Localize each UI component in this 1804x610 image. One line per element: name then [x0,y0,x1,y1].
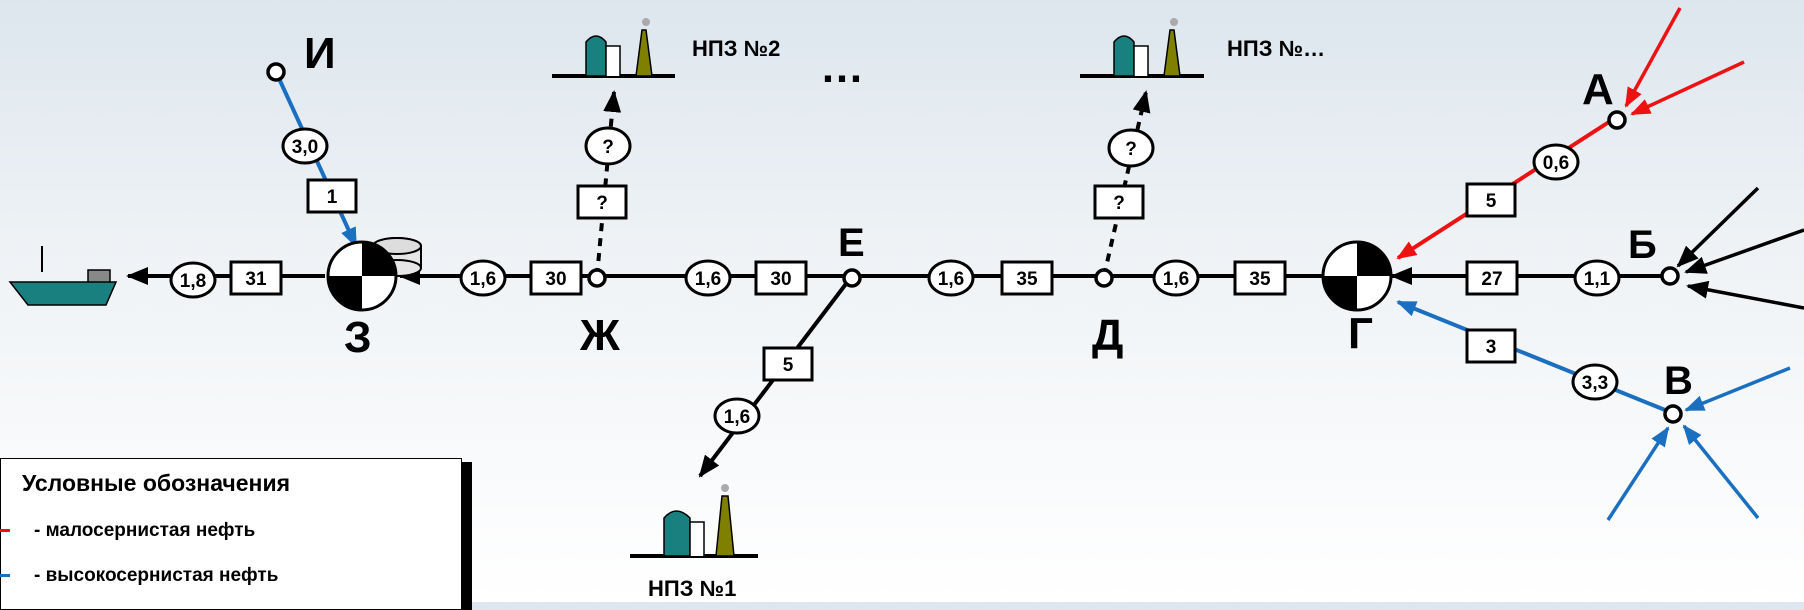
edge-v-g-oval: 3,3 [1571,363,1619,401]
edge-b-g-oval-text: 1,1 [1584,269,1611,290]
legend-row-low-sulfur: - малосернистая нефть [0,520,255,542]
edge-i-z-oval: 3,0 [281,127,329,165]
pipe-in-a-2 [1630,60,1745,116]
edge-zh-z-oval: 1,6 [459,259,507,297]
node-d-label: Д [1092,311,1123,360]
pipe-in-v-3 [1682,424,1760,520]
edge-z-ship-oval-text: 1,8 [180,271,206,292]
node-v [1663,404,1683,424]
edge-z-ship-oval: 1,8 [169,261,217,299]
edge-a-g-box-text: 5 [1486,191,1497,212]
edge-d-e-box: 35 [1000,260,1054,296]
refinery-npz2-label: НПЗ №2 [692,36,780,61]
pipe-v-g [1396,300,1671,414]
pipe-in-a-1 [1624,7,1682,108]
edge-e-npz1-oval-text: 1,6 [724,407,750,428]
node-a [1607,110,1627,130]
question-box-npz-more-text: ? [1113,193,1125,214]
pipe-in-b-1 [1676,186,1760,268]
pump-station-g-icon [1321,240,1393,312]
legend-title: Условные обозначения [22,470,291,496]
edge-e-npz1-box: 5 [762,346,814,382]
edge-d-e-box-text: 35 [1016,269,1038,290]
edge-e-npz1-box-text: 5 [783,355,794,376]
refinery-npz-more-icon [1080,18,1204,78]
node-z-label: З [344,313,372,362]
edge-d-e-oval: 1,6 [927,259,975,297]
question-box-npz-more: ? [1093,184,1145,220]
node-v-label: В [1664,359,1693,403]
pipe-in-v-1 [1684,366,1791,412]
edge-zh-z-box: 30 [529,260,583,296]
legend-row-high-sulfur: - высокосернистая нефть [0,565,278,587]
node-e [842,268,862,288]
legend-low-sulfur-text: - малосернистая нефть [34,520,256,541]
pump-station-z-icon [326,237,422,312]
edge-zh-z-oval-text: 1,6 [470,269,496,290]
node-zh [587,268,607,288]
ellipsis-label: … [820,43,864,92]
edge-g-d-box: 35 [1233,260,1287,296]
edge-i-z-oval-text: 3,0 [292,137,318,158]
edge-e-zh-box: 30 [754,260,808,296]
edge-b-g-box-text: 27 [1481,269,1502,290]
edge-e-zh-oval: 1,6 [684,259,732,297]
node-e-label: Е [838,221,865,265]
refinery-npz1-label: НПЗ №1 [648,576,736,601]
edge-e-zh-oval-text: 1,6 [695,269,721,290]
edge-z-ship-box: 31 [229,260,283,296]
node-i [266,62,286,82]
edge-g-d-box-text: 35 [1249,269,1271,290]
edge-i-z-box: 1 [306,178,358,214]
node-g-label: Г [1348,309,1373,358]
edge-a-g-oval-text: 0,6 [1543,153,1569,174]
edge-e-npz1-oval: 1,6 [713,397,761,435]
edge-v-g-oval-text: 3,3 [1582,373,1608,394]
edge-e-zh-box-text: 30 [770,269,791,290]
refinery-npz1-icon [630,484,758,558]
edge-i-z-box-text: 1 [327,187,338,208]
question-oval-npz-more: ? [1107,128,1155,168]
node-a-label: А [1582,65,1614,114]
refinery-npz-more-label: НПЗ №… [1227,36,1325,61]
legend-red-swatch [0,529,10,533]
node-b-label: Б [1628,223,1657,267]
edge-a-g-oval: 0,6 [1532,143,1580,181]
edge-b-g-oval: 1,1 [1573,259,1621,297]
edge-g-d-oval-text: 1,6 [1163,269,1189,290]
refinery-npz2-icon [552,18,675,78]
edge-zh-z-box-text: 30 [545,269,566,290]
question-oval-npz2-text: ? [602,137,614,158]
node-zh-label: Ж [579,311,620,360]
question-box-npz2: ? [576,184,628,220]
tanker-ship-icon [8,246,118,306]
pipe-in-b-2 [1684,228,1804,274]
pipe-in-b-3 [1686,280,1804,310]
question-oval-npz-more-text: ? [1125,139,1137,160]
question-box-npz2-text: ? [596,193,608,214]
node-d [1094,268,1114,288]
legend-high-sulfur-text: - высокосернистая нефть [34,565,279,586]
edge-v-g-box-text: 3 [1486,337,1497,358]
pipe-d-npz-more [1102,90,1151,277]
edge-g-d-oval: 1,6 [1152,259,1200,297]
edge-a-g-box: 5 [1465,182,1517,218]
node-i-label: И [304,29,336,78]
edge-b-g-box: 27 [1465,260,1519,296]
edge-z-ship-box-text: 31 [245,269,267,290]
pipe-in-v-2 [1606,426,1670,521]
pipe-zh-npz2 [595,90,622,277]
edge-v-g-box: 3 [1465,328,1517,364]
edge-d-e-oval-text: 1,6 [938,269,964,290]
question-oval-npz2: ? [584,126,632,166]
legend-blue-swatch [0,574,10,578]
node-b [1660,266,1680,286]
legend-box [0,458,462,610]
